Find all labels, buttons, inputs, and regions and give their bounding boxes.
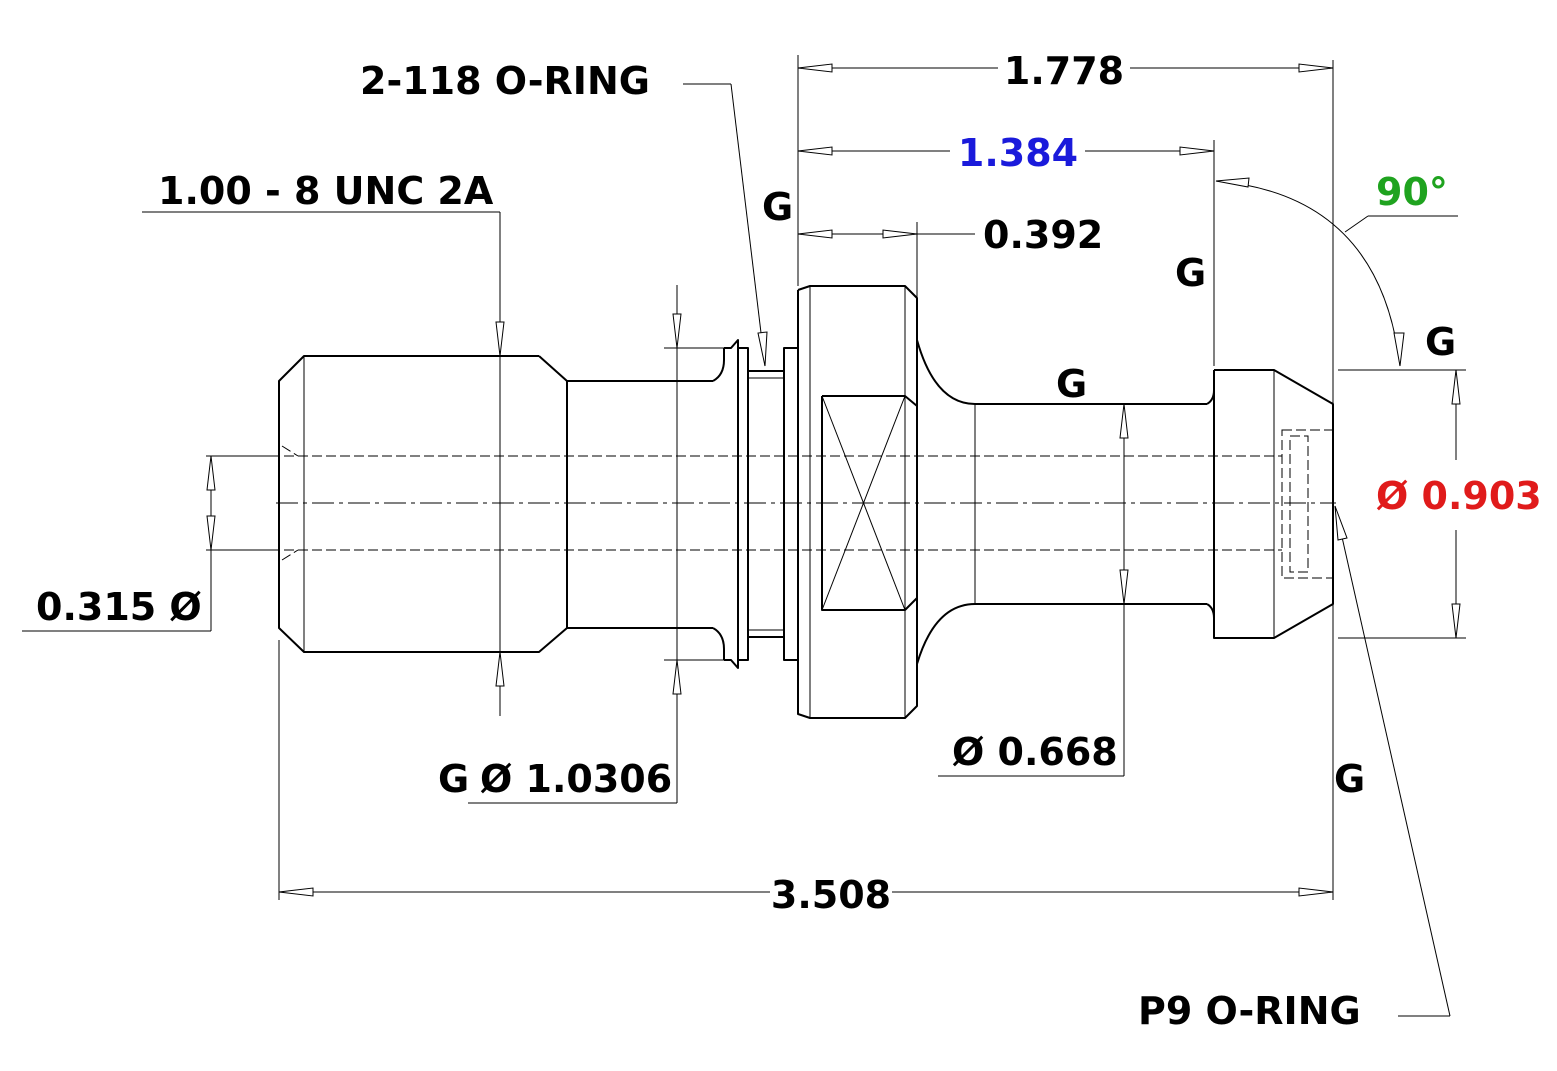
dim-0392-label: 0.392 bbox=[983, 213, 1103, 257]
bore-chamfer-bottom bbox=[281, 549, 299, 561]
thread-spec-label: 1.00 - 8 UNC 2A bbox=[158, 169, 494, 213]
bore-chamfer-top bbox=[281, 445, 299, 457]
arrow-angle-start bbox=[1215, 177, 1250, 188]
gauge-mark-head-face: G bbox=[1175, 251, 1206, 295]
neck-fillet-top bbox=[916, 339, 976, 405]
arrow-0315-top bbox=[206, 455, 216, 491]
oring-groove bbox=[747, 370, 785, 638]
neck-fillet-bottom bbox=[916, 603, 976, 665]
gauge-mark-neck: G bbox=[1056, 362, 1087, 406]
dimension-lines bbox=[22, 55, 1466, 1017]
arrow-oring-p9 bbox=[1334, 505, 1348, 541]
arrow-0392-left bbox=[797, 229, 833, 239]
arrow-0903-bottom bbox=[1451, 603, 1461, 639]
arrow-3508-right bbox=[1298, 887, 1334, 897]
arrow-3508-left bbox=[278, 887, 314, 897]
oring-flange bbox=[724, 339, 739, 669]
dim-1384-label: 1.384 bbox=[958, 131, 1078, 175]
dim-0668-label: Ø 0.668 bbox=[952, 730, 1118, 774]
part-outline bbox=[278, 285, 1334, 719]
oring-flange-lip bbox=[737, 347, 749, 661]
gauge-mark-head-top: G bbox=[1425, 320, 1456, 364]
arrow-10306-top bbox=[672, 313, 682, 349]
angle-leader bbox=[1344, 215, 1369, 233]
gauge-mark-hex: G bbox=[762, 185, 793, 229]
angle-arc-90 bbox=[1215, 180, 1401, 367]
dim-0315-label: 0.315 Ø bbox=[36, 585, 202, 629]
arrow-1778-right bbox=[1298, 63, 1334, 73]
shank-fillet-top bbox=[712, 348, 725, 382]
p9-oring-groove bbox=[1289, 435, 1309, 573]
groove-step bbox=[783, 347, 799, 661]
p9-oring-recess bbox=[1281, 429, 1334, 579]
shank-fillet-bottom bbox=[712, 627, 725, 660]
bore-hidden-lines bbox=[270, 445, 1336, 561]
arrow-thread-top bbox=[495, 321, 505, 357]
neck-end-bottom bbox=[1206, 603, 1215, 638]
hex-flange bbox=[797, 285, 918, 719]
dim-1778-label: 1.778 bbox=[1004, 49, 1124, 93]
gauge-mark-end: G bbox=[1334, 757, 1365, 801]
oring-118-label: 2-118 O-RING bbox=[360, 59, 650, 103]
arrow-thread-bottom bbox=[495, 651, 505, 687]
angle-90-label: 90° bbox=[1376, 170, 1448, 214]
arrow-0668-bottom bbox=[1119, 569, 1129, 605]
arrow-0392-right bbox=[882, 229, 918, 239]
arrow-0903-top bbox=[1451, 369, 1461, 405]
arrow-1384-left bbox=[797, 146, 833, 156]
dim-3508-label: 3.508 bbox=[771, 873, 891, 917]
arrow-0315-bottom bbox=[206, 515, 216, 551]
arrow-0668-top bbox=[1119, 403, 1129, 439]
gauge-mark-flange: G bbox=[438, 757, 469, 801]
arrow-angle-end bbox=[1393, 332, 1405, 367]
arrow-10306-bottom bbox=[672, 659, 682, 695]
dim-0903-label: Ø 0.903 bbox=[1376, 474, 1542, 518]
arrow-1384-right bbox=[1179, 146, 1215, 156]
oring-118-leader bbox=[730, 83, 766, 367]
oring-p9-label: P9 O-RING bbox=[1138, 989, 1361, 1033]
labels: 3.508 1.778 1.384 0.392 90° Ø 0.903 Ø 0.… bbox=[36, 49, 1542, 1033]
neck-end-top bbox=[1206, 370, 1215, 405]
arrow-oring-118 bbox=[757, 331, 768, 367]
arrow-1778-left bbox=[797, 63, 833, 73]
thread-section-outline bbox=[278, 355, 568, 653]
dim-10306-label: Ø 1.0306 bbox=[480, 757, 672, 801]
oring-p9-leader bbox=[1334, 505, 1451, 1017]
